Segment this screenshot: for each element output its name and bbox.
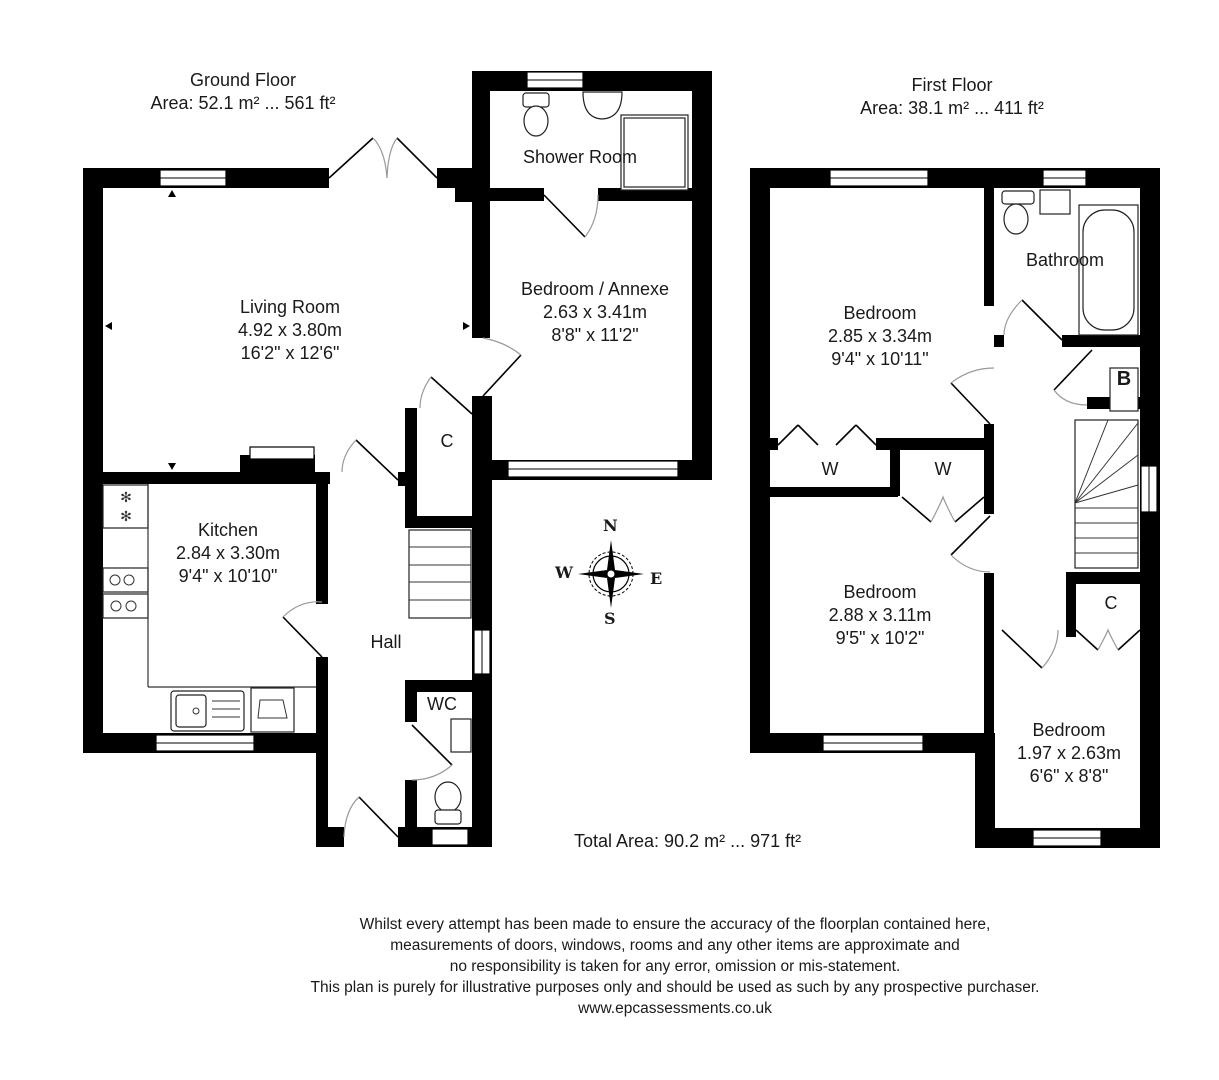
room-imperial: 16'2" x 12'6": [240, 343, 340, 363]
room-bedroom-annexe: Bedroom / Annexe 2.63 x 3.41m 8'8" x 11'…: [495, 278, 695, 347]
room-living-room: Living Room 4.92 x 3.80m 16'2" x 12'6": [180, 296, 400, 365]
total-area: Total Area: 90.2 m² ... 971 ft²: [574, 831, 802, 851]
room-cupboard-ground: C: [432, 430, 462, 453]
room-cupboard-first: C: [1096, 592, 1126, 615]
room-hall: Hall: [356, 631, 416, 654]
room-metric: 2.84 x 3.30m: [175, 543, 281, 563]
room-wardrobe-2: W: [928, 458, 958, 481]
room-name: B: [1116, 368, 1132, 390]
ground-floor-area: Area: 52.1 m² ... 561 ft²: [150, 93, 336, 113]
room-metric: 4.92 x 3.80m: [237, 320, 343, 340]
room-bedroom-2: Bedroom 2.88 x 3.11m 9'5" x 10'2": [790, 581, 970, 650]
room-name: Hall: [370, 632, 402, 652]
ground-floor-walls: [83, 71, 712, 847]
room-name: Bedroom: [843, 582, 917, 602]
compass-east: E: [650, 569, 663, 588]
ground-floor-windows: [155, 71, 679, 846]
ground-floor-heading: Ground Floor Area: 52.1 m² ... 561 ft²: [118, 69, 368, 115]
first-floor-title: First Floor: [911, 75, 993, 95]
room-imperial: 9'4" x 10'10": [178, 566, 278, 586]
ground-floor-title: Ground Floor: [189, 70, 297, 90]
compass-south: S: [604, 609, 616, 628]
room-name: Bedroom: [843, 303, 917, 323]
room-bedroom-3: Bedroom 1.97 x 2.63m 6'6" x 8'8": [996, 719, 1142, 788]
room-name: Bedroom / Annexe: [520, 279, 670, 299]
room-imperial: 9'4" x 10'11": [831, 349, 929, 369]
room-name: Kitchen: [197, 520, 259, 540]
room-name: Living Room: [239, 297, 341, 317]
room-imperial: 9'5" x 10'2": [835, 628, 925, 648]
disclaimer-line: no responsibility is taken for any error…: [449, 958, 901, 975]
disclaimer-line: This plan is purely for illustrative pur…: [310, 979, 1040, 996]
room-boiler-cupboard: B: [1110, 368, 1138, 391]
room-imperial: 6'6" x 8'8": [1029, 766, 1109, 786]
room-name: WC: [427, 694, 457, 714]
room-name: C: [440, 431, 454, 451]
room-bedroom-1: Bedroom 2.85 x 3.34m 9'4" x 10'11": [790, 302, 970, 371]
room-name: W: [821, 459, 839, 479]
room-wc: WC: [420, 693, 464, 716]
first-floor-fixtures: [1001, 189, 1139, 569]
room-wardrobe-1: W: [815, 458, 845, 481]
compass-north: N: [603, 516, 618, 535]
room-name: Bedroom: [1032, 720, 1106, 740]
compass-west: W: [555, 563, 573, 582]
room-metric: 2.85 x 3.34m: [827, 326, 933, 346]
room-kitchen: Kitchen 2.84 x 3.30m 9'4" x 10'10": [148, 519, 308, 588]
ground-floor-doors: [282, 137, 599, 838]
disclaimer-line: measurements of doors, windows, rooms an…: [390, 937, 960, 954]
first-floor-windows: [822, 169, 1158, 847]
website-link[interactable]: www.epcassessments.co.uk: [578, 1000, 772, 1017]
room-name: Bathroom: [1025, 250, 1105, 270]
ground-floor-fixtures: ✻ ✻: [102, 91, 689, 825]
compass-rose: [578, 540, 644, 608]
room-name: Shower Room: [522, 147, 638, 167]
room-metric: 2.63 x 3.41m: [542, 302, 648, 322]
room-bathroom: Bathroom: [1010, 249, 1120, 272]
first-floor-area: Area: 38.1 m² ... 411 ft²: [860, 98, 1044, 118]
room-imperial: 8'8" x 11'2": [551, 325, 639, 345]
first-floor-heading: First Floor Area: 38.1 m² ... 411 ft²: [827, 74, 1077, 120]
svg-text:✻: ✻: [120, 489, 132, 505]
disclaimer-line: Whilst every attempt has been made to en…: [359, 916, 991, 933]
room-metric: 2.88 x 3.11m: [828, 605, 932, 625]
room-metric: 1.97 x 2.63m: [1016, 743, 1122, 763]
room-name: C: [1104, 593, 1118, 613]
room-name: W: [934, 459, 952, 479]
svg-text:✻: ✻: [120, 508, 132, 524]
disclaimer: Whilst every attempt has been made to en…: [200, 914, 1150, 1019]
first-floor-doors: [777, 299, 1141, 669]
room-shower-room: Shower Room: [500, 146, 660, 169]
